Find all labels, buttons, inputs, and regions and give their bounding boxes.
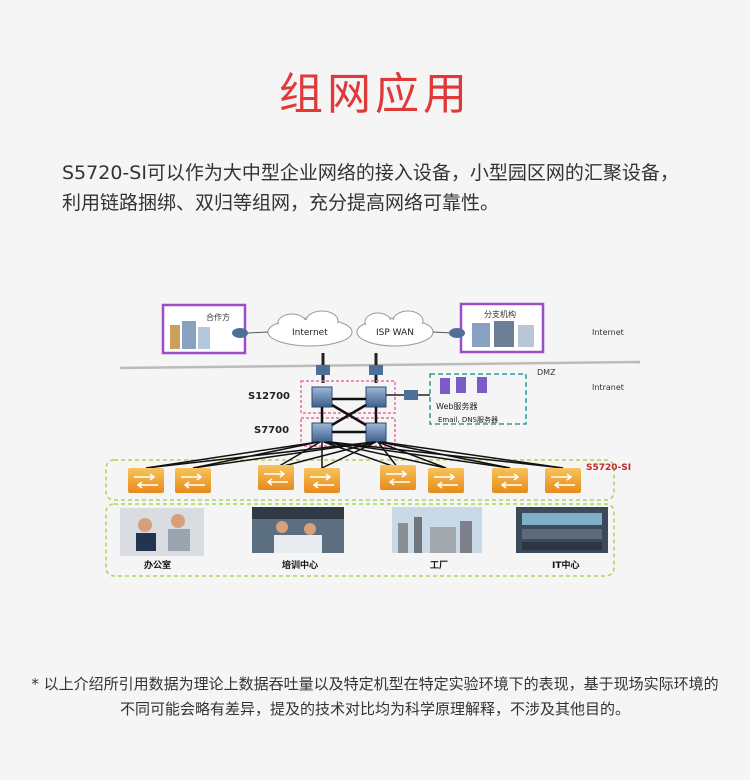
branch-router-icon [449,328,465,338]
access-switch-icon [492,468,528,493]
aggregation-switch-icon [311,422,333,443]
access-switch-icon [258,465,294,490]
partner-label: 合作方 [206,312,230,322]
footnote: * 以上介绍所引用数据为理论上数据吞吐量以及特定机型在特定实验环境下的表现，基于… [31,675,719,718]
access-switch-icon [175,468,211,493]
site-label: 培训中心 [282,559,318,571]
core-label: S12700 [248,391,290,402]
site-it-center: IT中心 [516,507,608,571]
access-switches [128,465,581,493]
aggregation-switch-icon [365,422,387,443]
page-title: 组网应用 [279,69,471,120]
firewall-icon [404,390,418,400]
zone-internet-label: Internet [592,328,624,337]
access-label: S5720-SI [586,463,631,473]
site-office: 办公室 [120,508,204,571]
dmz-server-zone [429,373,527,425]
branch-site: 分支机构 [459,302,545,354]
server-icon [456,377,466,393]
isp-wan-cloud: ISP WAN [356,310,434,347]
access-switch-icon [428,468,464,493]
mail-dns-label: Email, DNS服务器 [438,415,498,424]
aggregation-switch-group [300,417,396,447]
access-switch-group [105,459,615,501]
site-label: 工厂 [430,560,448,571]
access-switch-icon [128,468,164,493]
internet-cloud: Internet [267,310,353,347]
partner-router-icon [232,328,248,338]
access-switch-icon [545,468,581,493]
access-switch-icon [304,468,340,493]
edge-router-icon [369,365,383,375]
site-label: 办公室 [144,559,171,571]
edge-router-icon [316,365,330,375]
branch-label: 分支机构 [484,309,516,319]
site-label: IT中心 [552,559,580,571]
core-switch-icon [311,386,333,408]
sites-group [105,503,615,577]
agg-label: S7700 [254,425,289,436]
partner-site: 合作方 [161,303,247,355]
core-switch-icon [365,386,387,408]
web-server-label: Web服务器 [436,401,477,411]
zone-intranet-label: Intranet [592,383,624,392]
server-icon [477,377,487,393]
svg-text:Internet: Internet [292,328,328,338]
server-icon [440,378,450,394]
access-switch-icon [380,465,416,490]
site-factory: 工厂 [392,507,482,571]
network-diagram: 合作方 Internet ISP WAN 分支机构 Internet DMZ I… [105,302,641,577]
site-training: 培训中心 [252,507,344,571]
zone-dmz-label: DMZ [537,368,556,377]
intro-paragraph: S5720-SI可以作为大中型企业网络的接入设备，小型园区网的汇聚设备，利用链路… [62,162,679,214]
svg-text:ISP WAN: ISP WAN [376,328,414,338]
